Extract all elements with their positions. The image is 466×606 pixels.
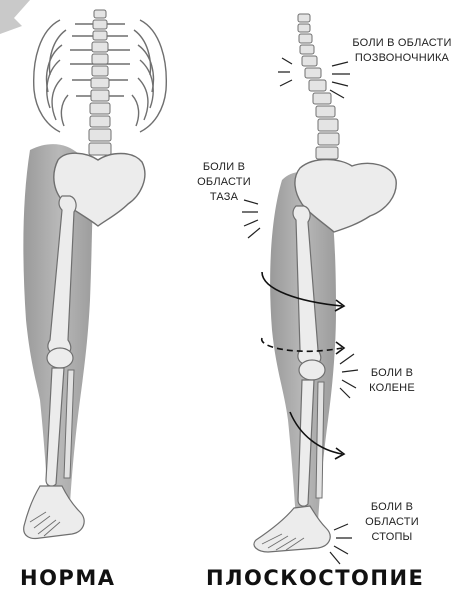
label-knee-pain: БОЛИ В КОЛЕНЕ (360, 366, 424, 396)
normal-foot (24, 486, 84, 539)
flatfoot-spine (298, 14, 339, 159)
label-spine-pain-line2: ПОЗВОНОЧНИКА (340, 51, 464, 66)
label-foot-pain: БОЛИ В ОБЛАСТИ СТОПЫ (356, 500, 428, 545)
pain-burst-pelvis (242, 200, 260, 238)
normal-knee (47, 348, 73, 368)
normal-spine (89, 10, 111, 155)
label-foot-pain-line1: БОЛИ В (356, 500, 428, 515)
corner-mark (0, 0, 30, 34)
label-pelvis-pain: БОЛИ В ОБЛАСТИ ТАЗА (188, 160, 260, 205)
flatfoot-foot (254, 506, 330, 552)
label-foot-pain-line3: СТОПЫ (356, 530, 428, 545)
label-pelvis-pain-line2: ОБЛАСТИ (188, 175, 260, 190)
label-knee-pain-line1: БОЛИ В (360, 366, 424, 381)
flatfoot-fibula (316, 382, 324, 498)
caption-flatfoot: ПЛОСКОСТОПИЕ (206, 566, 424, 590)
flatfoot-knee (299, 360, 325, 380)
label-spine-pain-line1: БОЛИ В ОБЛАСТИ (340, 36, 464, 51)
caption-normal: НОРМА (20, 566, 115, 590)
flatfoot-skeleton (254, 14, 396, 552)
label-spine-pain: БОЛИ В ОБЛАСТИ ПОЗВОНОЧНИКА (340, 36, 464, 66)
label-pelvis-pain-line3: ТАЗА (188, 190, 260, 205)
label-foot-pain-line2: ОБЛАСТИ (356, 515, 428, 530)
label-knee-pain-line2: КОЛЕНЕ (360, 381, 424, 396)
pain-burst-knee (340, 354, 358, 398)
label-pelvis-pain-line1: БОЛИ В (188, 160, 260, 175)
pain-burst-spine (330, 62, 350, 98)
pain-burst-foot (330, 524, 352, 564)
pain-burst-spine-left (278, 58, 292, 86)
normal-skeleton (23, 10, 166, 539)
